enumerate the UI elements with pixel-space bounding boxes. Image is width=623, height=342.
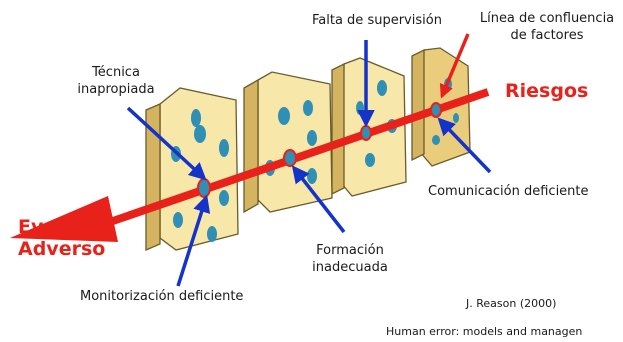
label-formacion: Formación inadecuada [304, 242, 396, 276]
citation-author: J. Reason (2000) [466, 296, 556, 312]
label-linea-confluencia: Línea de confluencia de factores [474, 10, 620, 44]
label-tecnica-line1: Técnica [76, 64, 156, 81]
label-tecnica-line2: inapropiada [76, 81, 156, 98]
label-comunicacion: Comunicación deficiente [428, 183, 589, 200]
label-evento-adverso: Evento Adverso [18, 216, 105, 260]
label-evento-line2: Adverso [18, 238, 105, 260]
label-formacion-line2: inadecuada [304, 259, 396, 276]
label-tecnica: Técnica inapropiada [76, 64, 156, 98]
label-monitorizacion: Monitorización deficiente [80, 288, 243, 305]
label-linea-line1: Línea de confluencia [474, 10, 620, 27]
label-falta-supervision: Falta de supervisión [312, 12, 442, 29]
label-evento-line1: Evento [18, 216, 105, 238]
citation-work: Human error: models and managen [386, 324, 582, 340]
label-formacion-line1: Formación [304, 242, 396, 259]
label-riesgos: Riesgos [505, 80, 588, 102]
cheese-slice-2 [244, 72, 332, 212]
label-linea-line2: de factores [474, 27, 620, 44]
